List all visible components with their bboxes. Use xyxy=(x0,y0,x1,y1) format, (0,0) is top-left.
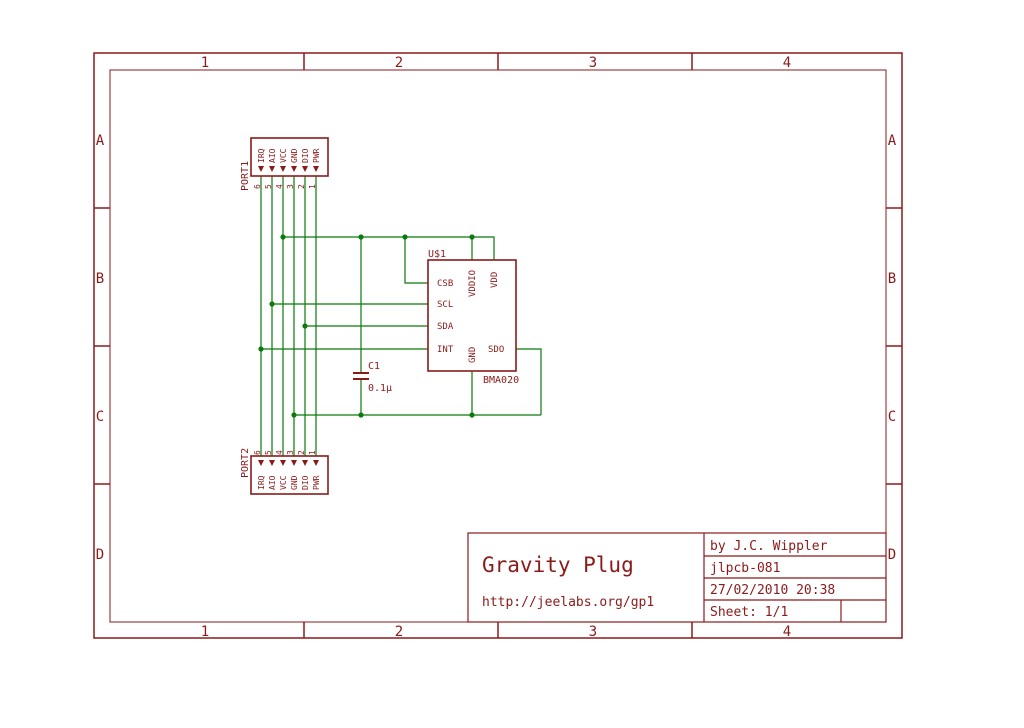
column-label-top: 2 xyxy=(395,55,403,71)
port2-pin-number: 3 xyxy=(286,450,295,455)
port1-pin-number: 1 xyxy=(308,184,317,189)
column-label-bottom: 3 xyxy=(589,624,597,640)
title-block-author: by J.C. Wippler xyxy=(710,539,828,554)
capacitor-ref: C1 xyxy=(368,361,380,372)
port1-pin-arrows xyxy=(258,166,319,172)
port1-pin-label: VCC xyxy=(279,148,288,163)
chip-pin-label: VDDIO xyxy=(468,270,478,297)
column-label-top: 3 xyxy=(589,55,597,71)
title-block-title: Gravity Plug xyxy=(482,553,634,577)
column-label-top: 4 xyxy=(783,55,791,71)
capacitor-value: 0.1µ xyxy=(368,383,392,394)
wire-csb xyxy=(404,237,428,284)
title-block-sheet: Sheet: 1/1 xyxy=(710,605,788,620)
port2-pin-number: 1 xyxy=(308,450,317,455)
port2-pin-number: 4 xyxy=(275,450,284,455)
port2-pin-number: 2 xyxy=(297,450,306,455)
chip-pin-labels: CSB SCL SDA INT VDDIO VDD GND SDO xyxy=(437,270,504,363)
row-label-right: D xyxy=(888,547,896,563)
title-block-text: Gravity Plug http://jeelabs.org/gp1 by J… xyxy=(482,539,835,620)
port2-connector: 6 5 4 3 2 1 IRQ AIO VCC GND DIO PWR PORT… xyxy=(240,448,329,495)
port2-pin-labels: IRQ AIO VCC GND DIO PWR xyxy=(257,475,321,490)
port1-pin-number: 5 xyxy=(264,184,273,189)
chip-pin-label: GND xyxy=(468,347,478,363)
chip-pin-label: SDO xyxy=(488,345,504,355)
chip-value: BMA020 xyxy=(483,375,519,386)
column-label-top: 1 xyxy=(201,55,209,71)
title-block xyxy=(467,532,887,623)
port2-pin-label: AIO xyxy=(268,475,277,490)
title-block-url: http://jeelabs.org/gp1 xyxy=(482,595,654,610)
port2-pin-arrows xyxy=(258,460,319,466)
row-label-right: C xyxy=(888,409,896,425)
port1-pin-label: GND xyxy=(290,148,299,163)
port1-pin-label: AIO xyxy=(268,148,277,163)
title-block-datetime: 27/02/2010 20:38 xyxy=(710,583,835,598)
row-label-right: B xyxy=(888,271,896,287)
port1-pin-number: 6 xyxy=(253,184,262,189)
capacitor-c1: C1 0.1µ xyxy=(353,361,392,394)
chip-pin-label: INT xyxy=(437,345,454,355)
row-label-left: C xyxy=(96,409,104,425)
port2-pin-label: PWR xyxy=(312,475,321,490)
port2-pin-label: DIO xyxy=(301,475,310,490)
port2-pin-label: IRQ xyxy=(257,475,266,490)
wire-sdo xyxy=(516,348,542,415)
port1-name: PORT1 xyxy=(240,161,251,191)
port1-pin-number: 2 xyxy=(297,184,306,189)
column-label-bottom: 1 xyxy=(201,624,209,640)
port2-pin-label: VCC xyxy=(279,475,288,490)
chip-pin-label: VDD xyxy=(490,272,500,288)
port2-pin-number: 5 xyxy=(264,450,273,455)
column-label-bottom: 4 xyxy=(783,624,791,640)
junctions xyxy=(258,234,475,418)
chip-pin-label: SDA xyxy=(437,322,454,332)
port2-name: PORT2 xyxy=(240,448,251,478)
port1-pin-label: DIO xyxy=(301,148,310,163)
title-block-board: jlpcb-081 xyxy=(710,561,780,576)
port2-pin-label: GND xyxy=(290,475,299,490)
port1-pin-number: 4 xyxy=(275,184,284,189)
wires xyxy=(260,176,542,456)
port1-pin-label: IRQ xyxy=(257,148,266,163)
wire-vcc-bus xyxy=(283,236,495,260)
chip-body xyxy=(427,259,517,372)
column-label-bottom: 2 xyxy=(395,624,403,640)
port1-connector: IRQ AIO VCC GND DIO PWR 6 5 4 3 2 1 PORT… xyxy=(240,137,329,191)
chip-bma020: U$1 BMA020 CSB SCL SDA INT VDDIO VDD GND… xyxy=(427,249,519,386)
chip-pin-label: CSB xyxy=(437,279,453,289)
port1-pin-labels: IRQ AIO VCC GND DIO PWR xyxy=(257,148,321,163)
port1-pin-numbers: 6 5 4 3 2 1 xyxy=(253,184,317,189)
chip-ref: U$1 xyxy=(428,249,446,260)
row-label-left: D xyxy=(96,547,104,563)
row-label-left: A xyxy=(96,133,105,149)
frame-labels: 1 2 3 4 1 2 3 4 A B C D A B C D xyxy=(96,55,897,640)
row-label-right: A xyxy=(888,133,897,149)
chip-pin-label: SCL xyxy=(437,300,453,310)
port1-pin-label: PWR xyxy=(312,148,321,163)
port2-pin-number: 6 xyxy=(253,450,262,455)
port2-pin-numbers: 6 5 4 3 2 1 xyxy=(253,450,317,455)
port1-pin-number: 3 xyxy=(286,184,295,189)
row-label-left: B xyxy=(96,271,104,287)
